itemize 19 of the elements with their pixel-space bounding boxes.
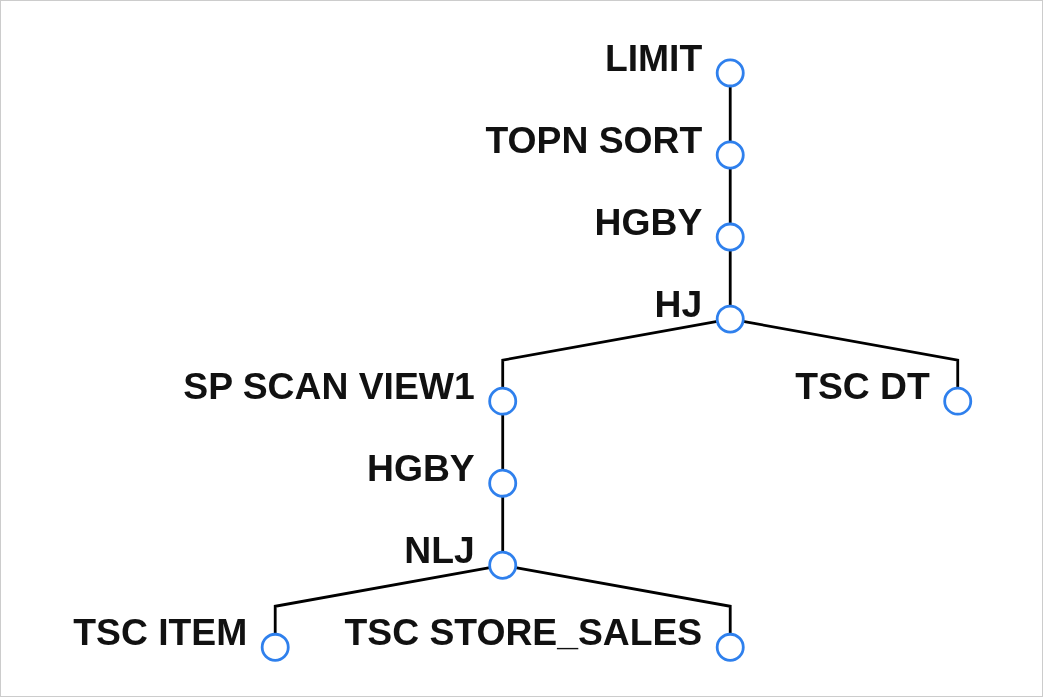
node-label: TSC ITEM bbox=[72, 610, 247, 653]
connector-line bbox=[514, 565, 732, 634]
node-label: TSC DT bbox=[794, 364, 930, 407]
node-label: LIMIT bbox=[604, 36, 702, 79]
connector-line bbox=[500, 319, 718, 388]
connector-line bbox=[728, 167, 732, 224]
connector-line bbox=[742, 319, 959, 388]
node-label: SP SCAN VIEW1 bbox=[182, 364, 475, 407]
node-label: TSC STORE_SALES bbox=[344, 610, 702, 653]
node-label: HJ bbox=[654, 282, 702, 325]
connector-line bbox=[500, 495, 504, 552]
node-label: NLJ bbox=[403, 528, 475, 571]
connector-line bbox=[273, 565, 490, 634]
connector-line bbox=[500, 413, 504, 470]
node-label: HGBY bbox=[366, 446, 475, 489]
connector-line bbox=[728, 249, 732, 306]
node-label: HGBY bbox=[594, 200, 702, 243]
node-label: TOPN SORT bbox=[484, 118, 702, 161]
connector-line bbox=[728, 85, 732, 142]
